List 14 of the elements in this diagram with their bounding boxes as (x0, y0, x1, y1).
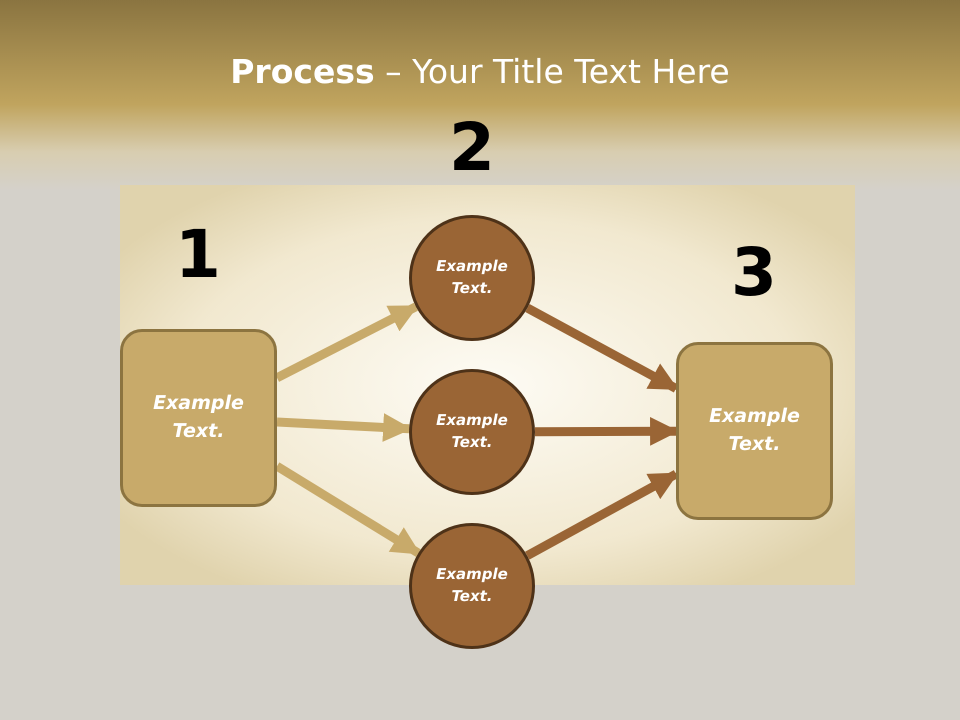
step-number: 1 (174, 222, 222, 288)
arrow (276, 413, 412, 442)
step-number: 3 (730, 240, 778, 306)
node-text: Example Text. (435, 410, 509, 453)
node-text: Example Text. (152, 391, 245, 444)
node-text: Example Text. (435, 256, 509, 299)
process-box (120, 329, 277, 507)
step-number: 2 (448, 115, 496, 181)
process-box (676, 342, 833, 520)
node-text: Example Text. (435, 564, 509, 607)
arrow (274, 302, 418, 382)
slide-title: Process – Your Title Text Here (229, 52, 731, 91)
arrow (274, 462, 421, 557)
node-text: Example Text. (708, 404, 801, 457)
